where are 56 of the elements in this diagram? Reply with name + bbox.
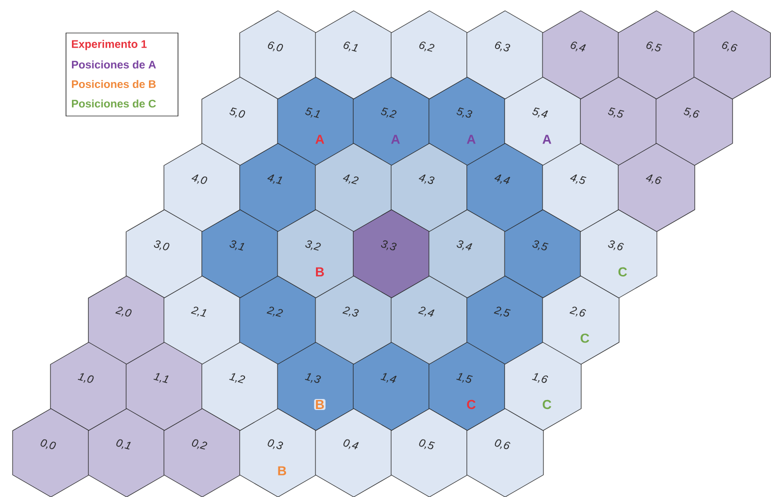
hex-cell: 4,5: [542, 143, 620, 232]
hex-cell: 5,0: [202, 76, 279, 166]
hex-cell: 2,5: [466, 276, 544, 365]
hex-cell: 6,5: [618, 10, 696, 100]
hex-cell: 2,4: [390, 276, 468, 365]
hex-cell: 4,2: [315, 143, 392, 232]
hex-cell: 0,6: [466, 408, 544, 497]
legend-entry: Experimento 1: [72, 40, 147, 50]
hex-cell: 0,1: [88, 408, 166, 497]
hex-cell: 3,0: [126, 209, 203, 298]
hex-cell: 4,1: [239, 143, 317, 232]
node-label: B: [278, 466, 286, 476]
hex-cell: 5,1 A: [277, 76, 354, 166]
hex-cell: 2,3: [315, 276, 392, 365]
hex-cell: 5,6: [656, 76, 733, 166]
hex-cell: 1,1: [126, 342, 203, 432]
hex-cell: 1,6 C: [504, 342, 582, 432]
hex-cell: 6,3: [466, 10, 544, 100]
hex-cell: 5,4 A: [504, 76, 582, 166]
hex-cell: 2,2: [239, 276, 316, 365]
hex-cell: 0,2: [164, 408, 241, 497]
legend-entry: Posiciones de B: [72, 80, 156, 88]
hex-cell: 2,1: [164, 276, 241, 365]
hex-cell: 3,4: [428, 209, 506, 298]
hex-cell: 1,3 B: [277, 342, 354, 432]
hex-cell: 4,0: [164, 143, 241, 232]
hex-cell: 6,2: [390, 10, 468, 100]
node-label: 0,1: [116, 439, 131, 450]
hex-cell: 3,2 B: [277, 209, 354, 298]
hex-cell: 1,5 C: [428, 342, 506, 432]
hex-cell: 0,0: [12, 408, 90, 497]
hex-cell: 6,0: [239, 10, 317, 100]
hex-cell: 3,1: [202, 209, 279, 298]
hex-cell: 1,0: [50, 342, 128, 432]
hex-cell: 6,4: [542, 10, 620, 100]
node-label: 0,3: [268, 439, 284, 450]
hex-cell: 4,6: [618, 143, 696, 232]
hex-cell: 0,4: [315, 408, 392, 497]
legend-entry: Posiciones de C: [72, 99, 156, 108]
hex-cell: 2,6 C: [542, 276, 620, 365]
hex-cell: 5,3 A: [428, 76, 506, 166]
hex-cell: 5,2 A: [352, 76, 430, 166]
hex-cell: 1,2: [202, 342, 279, 432]
hex-cell: 0,5: [390, 408, 468, 497]
hex-cell: 3,5: [504, 209, 582, 298]
hex-cell: 6,1: [315, 10, 392, 100]
hex-cell: 6,6: [694, 10, 771, 100]
hex-cell: 1,4: [352, 342, 430, 432]
hex-cell: 3,6 C: [580, 209, 658, 298]
hex-cell: 0,3 B: [239, 408, 317, 497]
hex-cell: 4,4: [466, 143, 544, 232]
hex-cell: 4,3: [390, 143, 468, 232]
legend-entry: Posiciones de A: [72, 60, 156, 69]
hex-cell: 5,5: [580, 76, 658, 166]
hex-cell: 3,3: [352, 209, 430, 298]
hex-cell: 2,0: [88, 276, 166, 365]
